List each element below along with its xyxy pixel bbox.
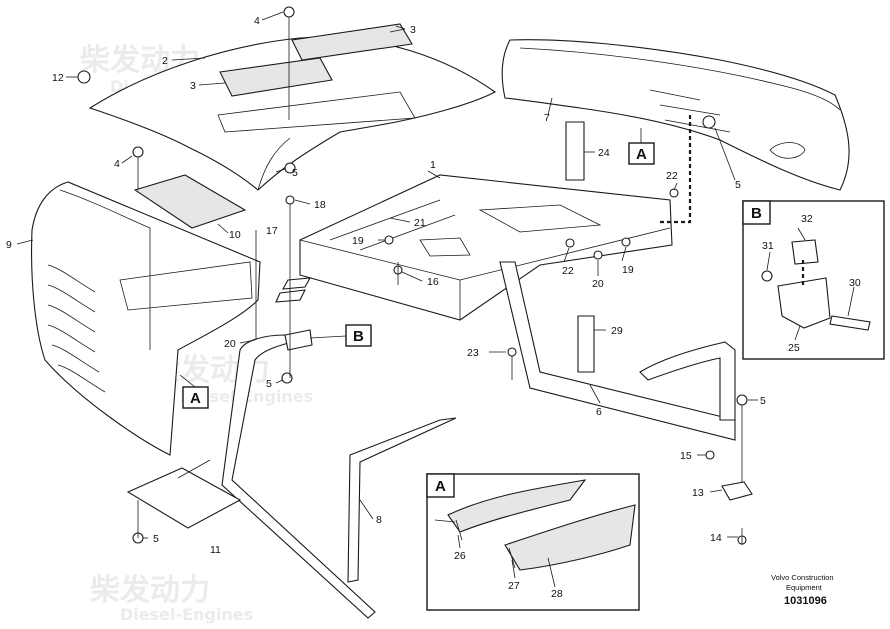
callout-label: 5 <box>153 533 159 545</box>
callout-label: 31 <box>762 240 774 252</box>
callout-label: 21 <box>414 217 426 229</box>
brand-line: Volvo Construction <box>771 573 834 582</box>
callout-label: 22 <box>666 170 678 182</box>
spacer-tube-part <box>577 315 595 373</box>
callout-label: 10 <box>229 229 241 241</box>
callout-label: 5 <box>760 395 766 407</box>
callout-label: 18 <box>314 199 326 211</box>
callout-label: 5 <box>735 179 741 191</box>
top-cover-part <box>88 36 497 191</box>
callout-labels: 4 2 3 3 12 4 5 18 9 10 17 20 5 5 11 1 21… <box>6 15 766 556</box>
callout-label: 28 <box>551 588 563 600</box>
callout-label: 3 <box>190 80 196 92</box>
callout-label: 4 <box>254 15 260 27</box>
support-frame-part <box>299 174 673 321</box>
rear-cover-part <box>501 39 850 191</box>
callout-label: 20 <box>224 338 236 350</box>
louvre-slots <box>47 264 106 393</box>
callout-label: 12 <box>52 72 64 84</box>
watermark-text: 柴发动力 <box>90 573 210 608</box>
mounting-bracket-part <box>499 261 736 441</box>
callout-label: 26 <box>454 550 466 562</box>
callout-label: 7 <box>544 112 550 124</box>
callout-label: 32 <box>801 213 813 225</box>
callout-label: 4 <box>114 158 120 170</box>
callout-label: 1 <box>430 159 436 171</box>
side-panel-part <box>31 181 261 456</box>
callout-label: 11 <box>210 544 221 556</box>
brand-line: Equipment <box>786 583 823 592</box>
callout-label: 13 <box>692 487 704 499</box>
callout-label: 19 <box>622 264 634 276</box>
callout-label: 15 <box>680 450 692 462</box>
callout-label: 5 <box>292 167 298 179</box>
watermark-text: Diesel-Engines <box>120 605 253 624</box>
drawing-number: 1031096 <box>784 595 827 607</box>
detail-view-a: A 26 27 28 <box>426 473 640 611</box>
reference-tag-letter: B <box>353 328 364 345</box>
reference-tag-letter: A <box>190 390 201 407</box>
callout-label: 24 <box>598 147 610 159</box>
side-grille-part <box>133 174 247 229</box>
reference-tag-b-main: B <box>309 324 372 347</box>
callout-label: 19 <box>352 235 364 247</box>
spacer-part <box>565 121 585 181</box>
callout-label: 22 <box>562 265 574 277</box>
reference-tag-letter: A <box>636 146 647 163</box>
callout-label: 20 <box>592 278 604 290</box>
callout-label: 8 <box>376 514 382 526</box>
callout-label: 3 <box>410 24 416 36</box>
callout-label: 14 <box>710 532 722 544</box>
bottom-plate-part <box>126 467 242 529</box>
detail-box-letter: A <box>435 478 446 495</box>
fastener-set <box>77 6 753 545</box>
reference-tag-a-side: A <box>179 374 209 409</box>
callout-label: 16 <box>427 276 439 288</box>
callout-label: 17 <box>266 225 278 237</box>
drawing-footer: Volvo Construction Equipment 1031096 <box>771 573 834 607</box>
callout-label: 9 <box>6 239 12 251</box>
detail-view-b: B 32 31 30 25 <box>742 200 885 360</box>
assembly-line <box>660 115 692 224</box>
callout-label: 2 <box>162 55 168 67</box>
callout-label: 30 <box>849 277 861 289</box>
leader-lines <box>16 11 758 539</box>
detail-box-letter: B <box>751 205 762 222</box>
callout-label: 23 <box>467 347 479 359</box>
grille-panel-part <box>219 23 413 97</box>
callout-label: 6 <box>596 406 602 418</box>
reference-tag-a-main: A <box>628 128 655 165</box>
callout-label: 27 <box>508 580 520 592</box>
callout-label: 25 <box>788 342 800 354</box>
callout-label: 29 <box>611 325 623 337</box>
callout-label: 5 <box>266 378 272 390</box>
